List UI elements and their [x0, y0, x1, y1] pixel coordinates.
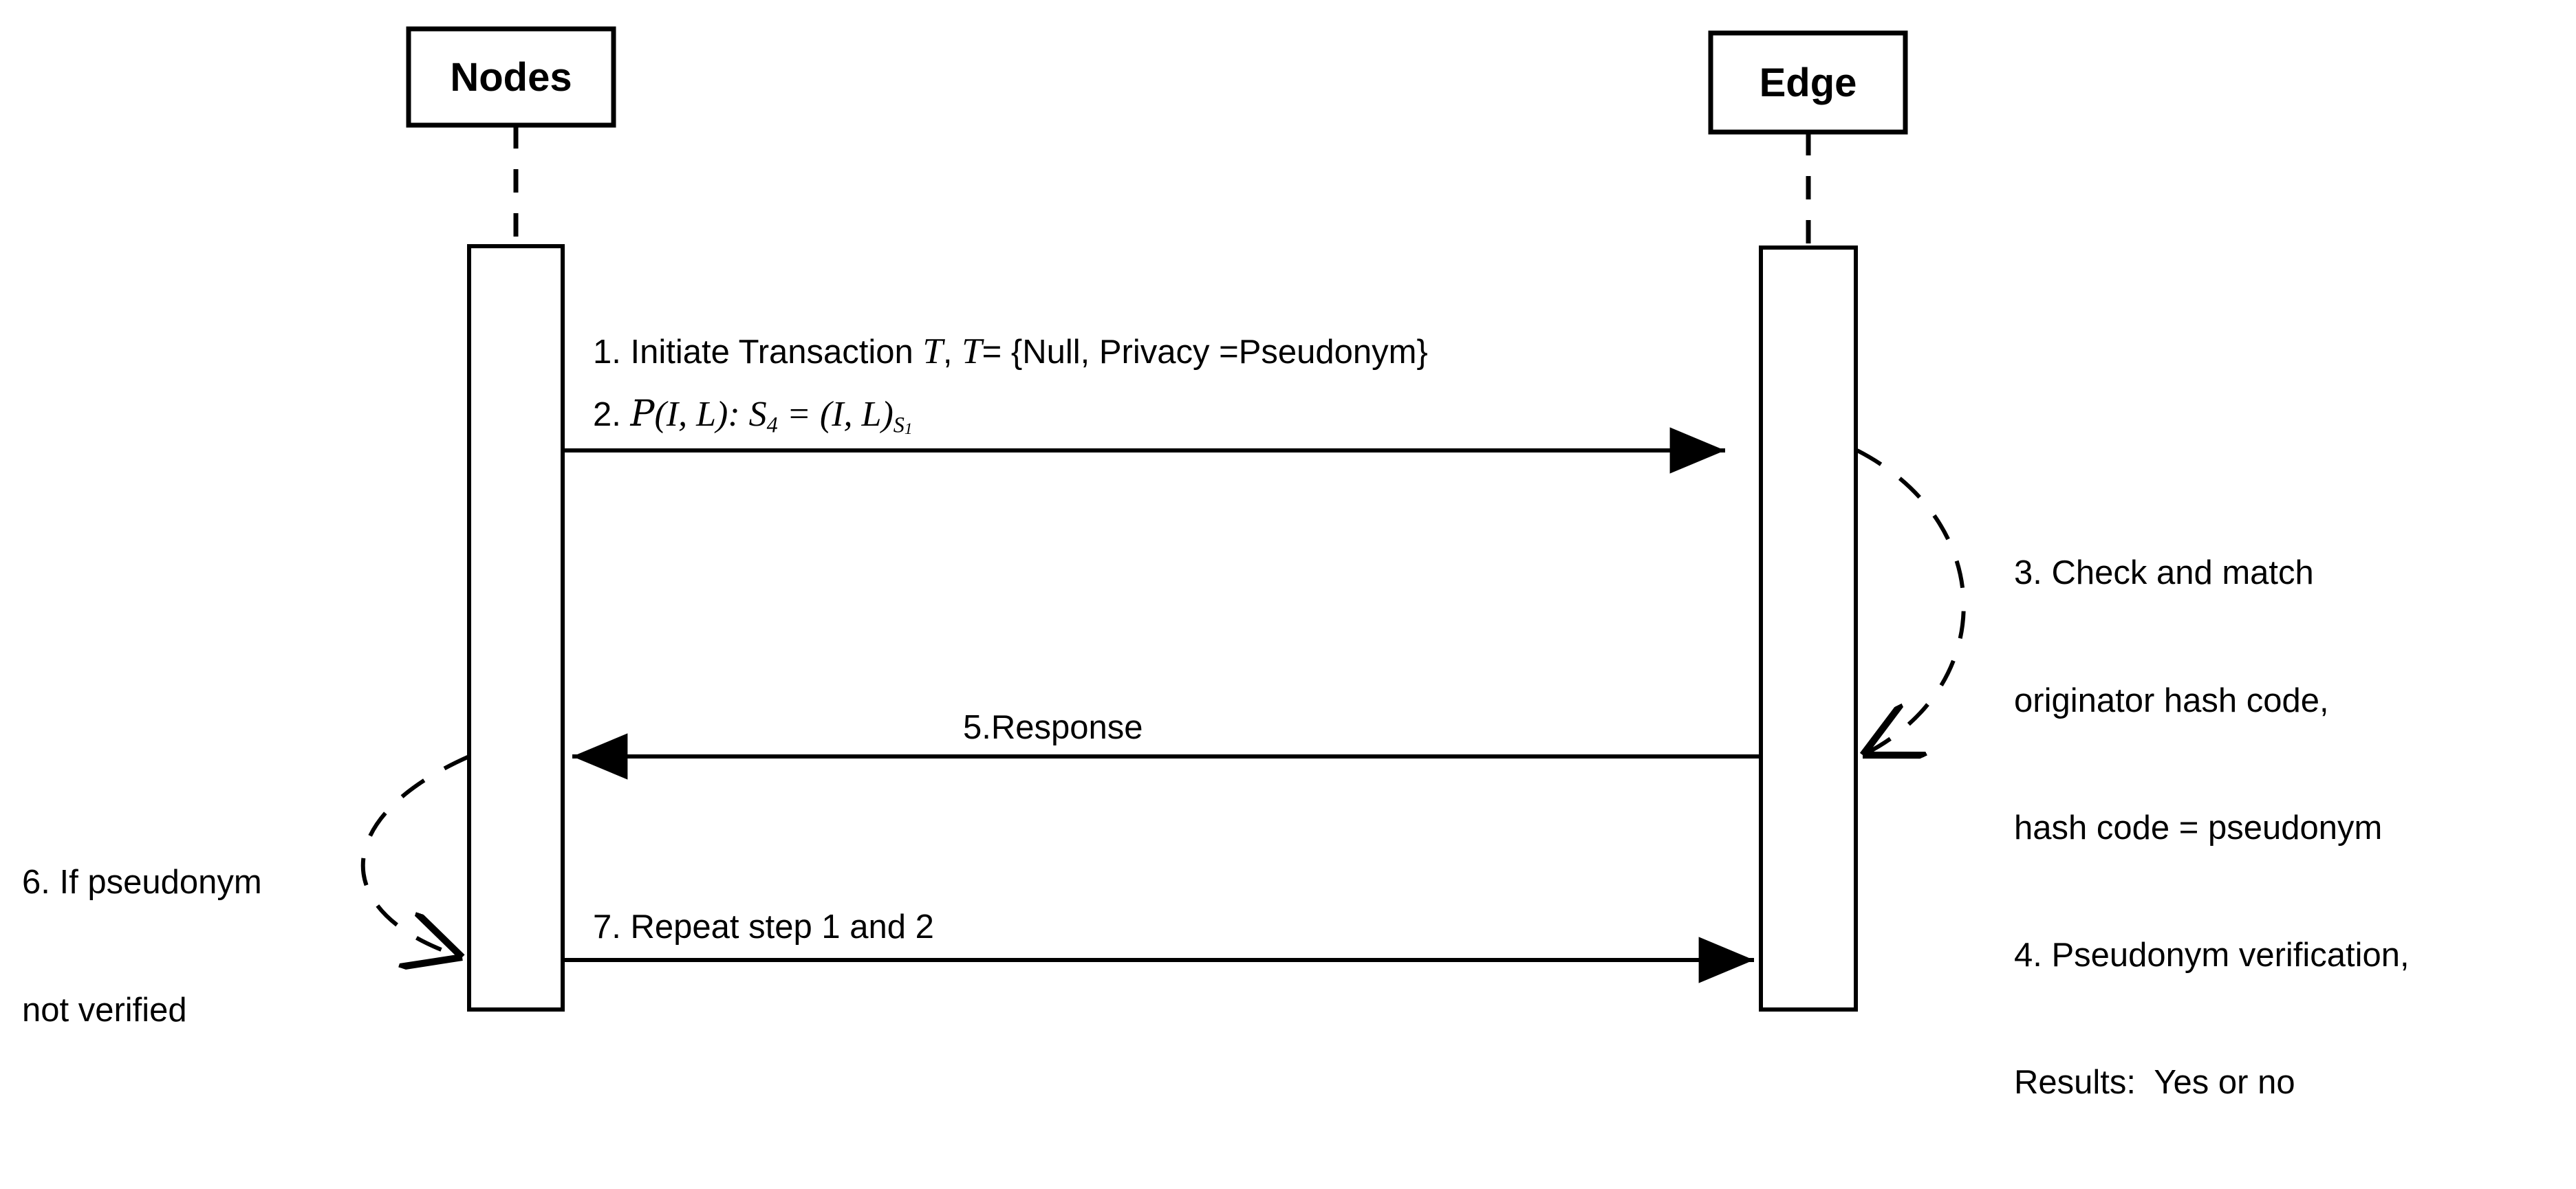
self-loop-nodes-retry — [360, 754, 470, 957]
note-edge-line-5: Results: Yes or no — [2014, 1064, 2295, 1102]
message-label-step1: 1. Initiate Transaction T, T= {Null, Pri… — [593, 329, 1428, 375]
actor-box-nodes — [406, 26, 616, 128]
note-nodes-line-2: not verified — [22, 991, 187, 1029]
step2-subscript-1: 1 — [904, 420, 913, 439]
step2-calligraphic-p: P — [630, 393, 655, 435]
step2-equality: = (I, L) — [777, 395, 894, 434]
step1-symbol-t2: T — [962, 331, 982, 371]
actor-label-nodes: Nodes — [450, 55, 572, 100]
step1-separator: , — [942, 334, 962, 371]
sequence-diagram-canvas: Nodes Edge 1. Initiate Transaction T, T=… — [22, 26, 2410, 1102]
note-nodes-retry: 6. If pseudonym not verified — [22, 777, 345, 1117]
message-label-step7: 7. Repeat step 1 and 2 — [593, 908, 934, 946]
step1-suffix: = {Null, Privacy =Pseudonym} — [982, 334, 1428, 371]
self-loop-edge-verification — [1856, 448, 1966, 755]
note-edge-line-3: hash code = pseudonym — [2014, 809, 2383, 847]
activation-bar-edge — [1759, 246, 1858, 1012]
message-label-step2-formula: 2. P(I, L): S4 = (I, L)S1 — [593, 392, 913, 440]
note-edge-verification: 3. Check and match originator hash code,… — [2014, 468, 2564, 1189]
message-label-step5: 5.Response — [963, 709, 1143, 746]
step2-subscript-4: 4 — [766, 412, 778, 437]
step2-subscript-s: S — [893, 412, 905, 437]
note-edge-line-2: originator hash code, — [2014, 681, 2329, 719]
step1-symbol-t1: T — [922, 331, 943, 371]
diagram-vector-layer — [360, 26, 1966, 1012]
activation-bar-nodes — [467, 244, 565, 1012]
actor-label-edge: Edge — [1759, 61, 1857, 105]
step2-number: 2. — [593, 396, 631, 433]
step1-prefix: 1. Initiate Transaction — [593, 334, 923, 371]
note-nodes-line-1: 6. If pseudonym — [22, 864, 262, 902]
note-edge-line-1: 3. Check and match — [2014, 554, 2314, 592]
step2-arguments: (I, L): S — [654, 395, 767, 434]
note-edge-line-4: 4. Pseudonym verification, — [2014, 937, 2410, 974]
